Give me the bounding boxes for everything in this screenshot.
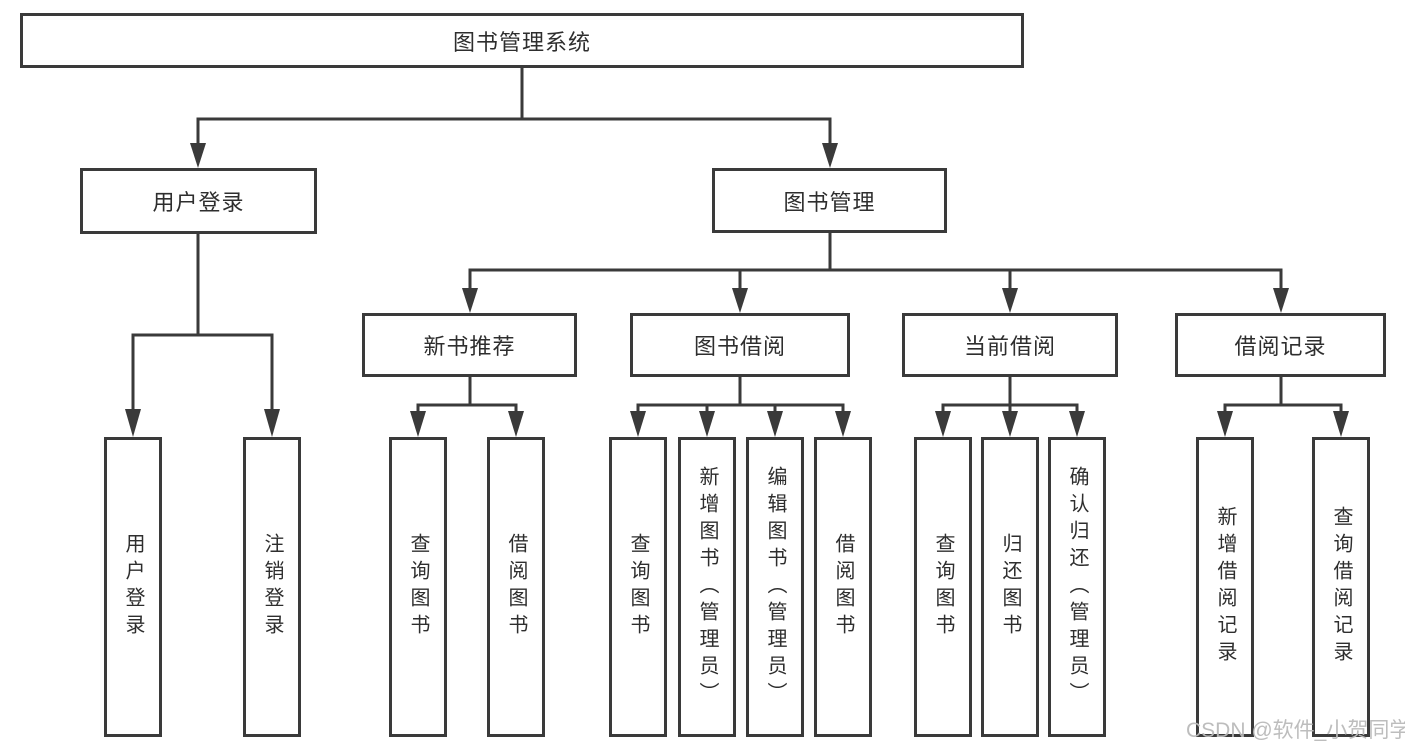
leaf-logout: 注销登录 <box>243 437 301 737</box>
node-borrowing-records: 借阅记录 <box>1175 313 1386 377</box>
node-new-book-recommendation: 新书推荐 <box>362 313 577 377</box>
leaf-br-query-borrow-record: 查询借阅记录 <box>1312 437 1370 737</box>
leaf-cb-query-books: 查询图书 <box>914 437 972 737</box>
leaf-bb-query-books: 查询图书 <box>609 437 667 737</box>
connector-new-book-recommendation-to-leaves <box>410 377 524 437</box>
leaf-cb-confirm-return-admin: 确认归还（管理员） <box>1048 437 1106 737</box>
leaf-bb-borrow-books: 借阅图书 <box>814 437 872 737</box>
leaf-bb-edit-books-admin: 编辑图书（管理员） <box>746 437 804 737</box>
leaf-cb-return-books: 归还图书 <box>981 437 1039 737</box>
connector-user-login-to-leaves <box>125 234 280 437</box>
node-book-borrowing: 图书借阅 <box>630 313 850 377</box>
leaf-br-add-borrow-record: 新增借阅记录 <box>1196 437 1254 737</box>
node-user-login: 用户登录 <box>80 168 317 234</box>
connector-borrowing-records-to-leaves <box>1217 377 1349 437</box>
connector-book-management-to-level3 <box>462 233 1289 313</box>
leaf-bb-add-books-admin: 新增图书（管理员） <box>678 437 736 737</box>
connector-root-to-level2 <box>190 66 838 168</box>
connector-current-borrowing-to-leaves <box>935 377 1085 437</box>
csdn-watermark: CSDN @软件_小贺同学 <box>1186 719 1405 742</box>
leaf-nbr-borrow-books: 借阅图书 <box>487 437 545 737</box>
leaf-nbr-query-books: 查询图书 <box>389 437 447 737</box>
node-system-root: 图书管理系统 <box>20 13 1024 68</box>
node-current-borrowing: 当前借阅 <box>902 313 1118 377</box>
connector-book-borrowing-to-leaves <box>630 377 851 437</box>
node-book-management: 图书管理 <box>712 168 947 233</box>
leaf-user-login: 用户登录 <box>104 437 162 737</box>
